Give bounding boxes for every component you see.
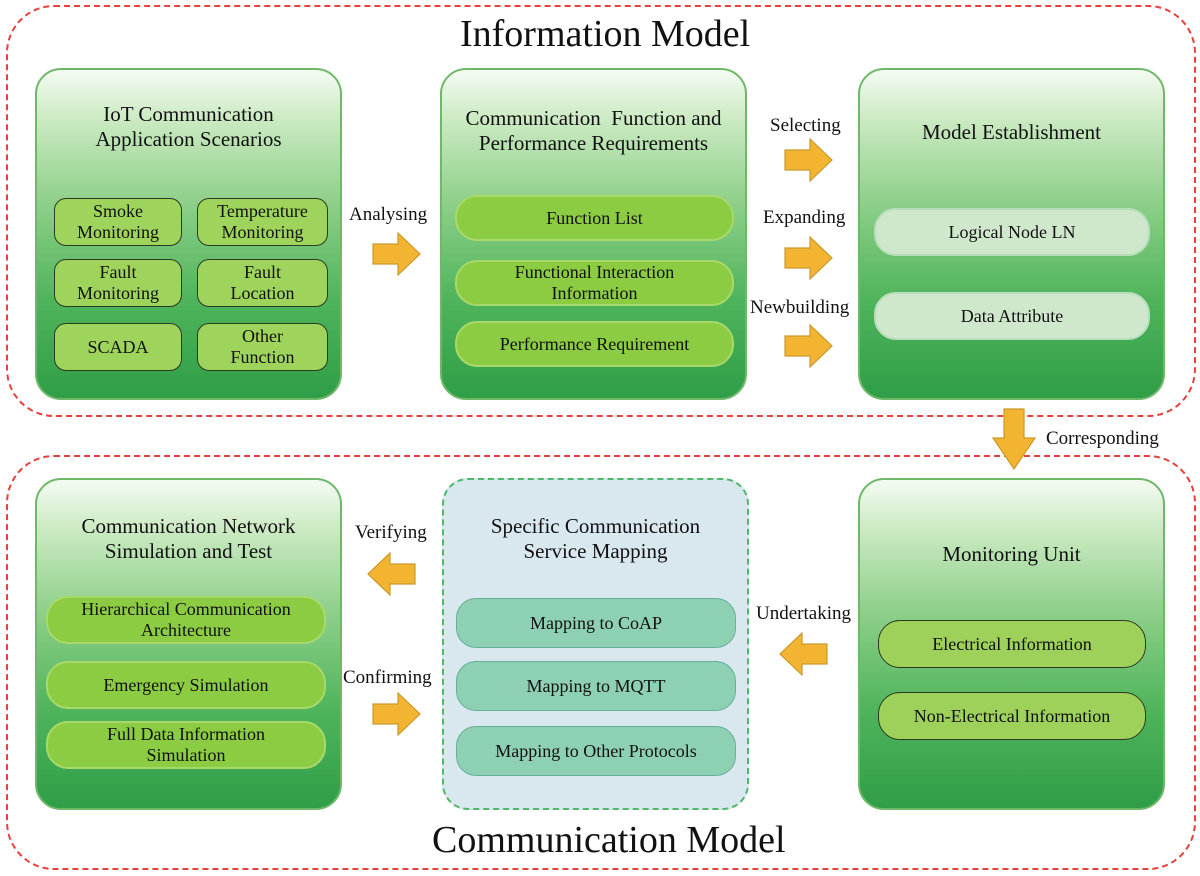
fault-monitoring-item: Fault Monitoring [54,259,182,307]
iot-scenarios-panel: IoT Communication Application Scenarios … [35,68,342,400]
hierarchical-architecture-item: Hierarchical Communication Architecture [46,596,326,644]
other-function-item: Other Function [197,323,328,371]
model-establishment-panel: Model Establishment Logical Node LN Data… [858,68,1165,400]
newbuilding-label: Newbuilding [750,297,850,318]
logical-node-item: Logical Node LN [874,208,1150,256]
function-list-item: Function List [455,195,734,241]
verifying-label: Verifying [355,522,427,543]
monitoring-unit-title: Monitoring Unit [942,542,1081,566]
confirming-arrow-icon [372,692,421,736]
mapping-mqtt-item: Mapping to MQTT [456,661,736,711]
network-simulation-title: Communication Network Simulation and Tes… [81,514,296,563]
model-establishment-title: Model Establishment [921,120,1102,144]
undertaking-label: Undertaking [756,603,851,624]
selecting-label: Selecting [770,115,841,136]
emergency-simulation-item: Emergency Simulation [46,661,326,709]
undertaking-arrow-icon [779,632,828,676]
non-electrical-information-item: Non-Electrical Information [878,692,1146,740]
electrical-information-item: Electrical Information [878,620,1146,668]
verifying-arrow-icon [367,552,416,596]
requirements-title: Communication Function and Performance R… [465,106,722,155]
expanding-label: Expanding [763,207,846,228]
communication-model-region [6,455,1196,870]
iot-scenarios-title: IoT Communication Application Scenarios [95,102,282,151]
service-mapping-panel: Specific Communication Service Mapping M… [442,478,749,810]
functional-interaction-item: Functional Interaction Information [455,260,734,306]
analysing-arrow-icon [372,232,421,276]
requirements-panel: Communication Function and Performance R… [440,68,747,400]
fault-location-item: Fault Location [197,259,328,307]
information-model-title: Information Model [450,12,761,56]
information-model-region [6,5,1196,417]
communication-model-title: Communication Model [422,818,796,862]
service-mapping-title: Specific Communication Service Mapping [490,514,701,563]
monitoring-unit-panel: Monitoring Unit Electrical Information N… [858,478,1165,810]
performance-requirement-item: Performance Requirement [455,321,734,367]
smoke-monitoring-item: Smoke Monitoring [54,198,182,246]
data-attribute-item: Data Attribute [874,292,1150,340]
corresponding-arrow-icon [992,408,1036,470]
mapping-other-protocols-item: Mapping to Other Protocols [456,726,736,776]
confirming-label: Confirming [343,667,432,688]
analysing-label: Analysing [349,204,428,225]
expanding-arrow-icon [784,236,833,280]
full-data-simulation-item: Full Data Information Simulation [46,721,326,769]
mapping-coap-item: Mapping to CoAP [456,598,736,648]
newbuilding-arrow-icon [784,324,833,368]
selecting-arrow-icon [784,138,833,182]
network-simulation-panel: Communication Network Simulation and Tes… [35,478,342,810]
corresponding-label: Corresponding [1046,428,1159,449]
temperature-monitoring-item: Temperature Monitoring [197,198,328,246]
scada-item: SCADA [54,323,182,371]
